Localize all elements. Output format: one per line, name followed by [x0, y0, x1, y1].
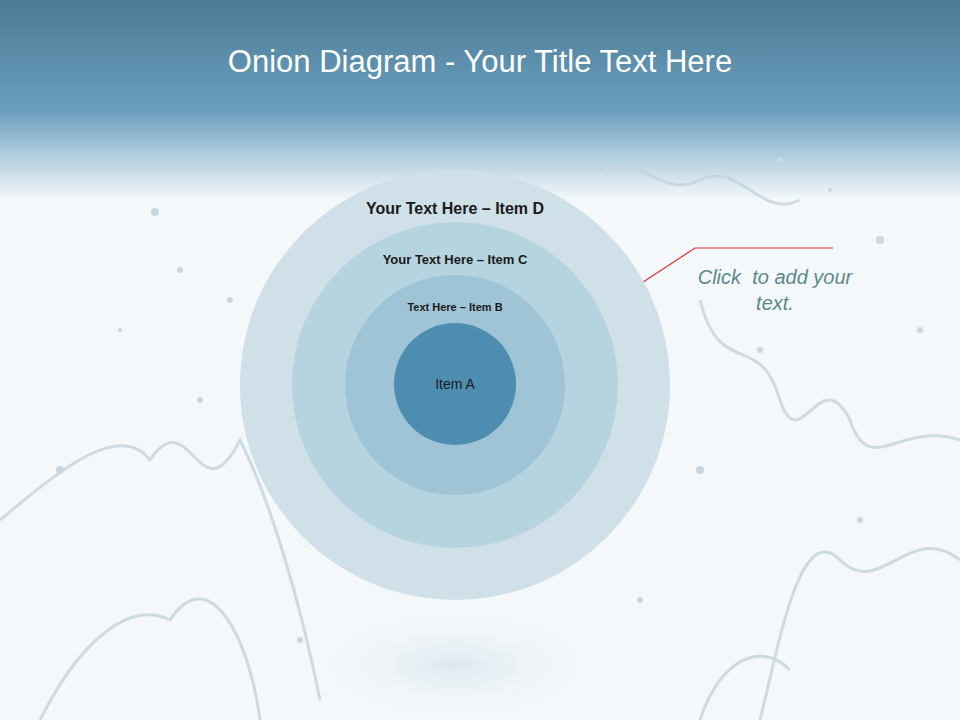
core-a: Item A — [394, 323, 516, 445]
ring-label: Your Text Here – Item D — [240, 200, 670, 218]
reflection — [305, 605, 605, 720]
callout-note: Click to add your text. — [690, 264, 860, 316]
ring-c: Your Text Here – Item C Text Here – Item … — [292, 222, 618, 548]
droplets — [56, 157, 923, 643]
header-band — [0, 0, 960, 200]
ring-d: Your Text Here – Item D Your Text Here – … — [240, 170, 670, 600]
ring-label: Your Text Here – Item C — [292, 252, 618, 267]
ring-label: Item A — [394, 376, 516, 392]
ring-label: Text Here – Item B — [345, 301, 565, 313]
ring-b: Text Here – Item B Item A — [345, 275, 565, 495]
title: Onion Diagram - Your Title Text Here — [0, 44, 960, 80]
